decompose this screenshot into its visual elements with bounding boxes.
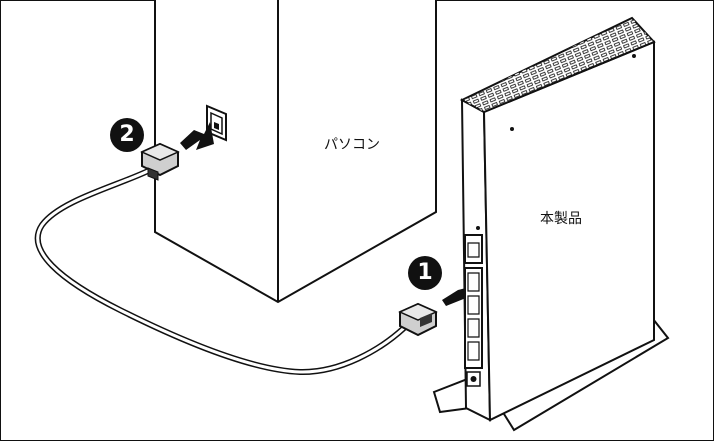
router-ports <box>464 234 483 387</box>
pc-lan-port <box>206 104 227 142</box>
connector-router-end <box>398 302 438 337</box>
lan-cable <box>34 167 407 376</box>
device-label: 本製品 <box>540 211 582 227</box>
step-2-badge: 2 <box>110 118 144 152</box>
step-1-badge: 1 <box>408 256 442 290</box>
connector-pc-end <box>140 142 180 181</box>
arrow-to-pc <box>180 122 214 150</box>
pc-label: パソコン <box>324 137 380 153</box>
router-device <box>432 16 670 432</box>
